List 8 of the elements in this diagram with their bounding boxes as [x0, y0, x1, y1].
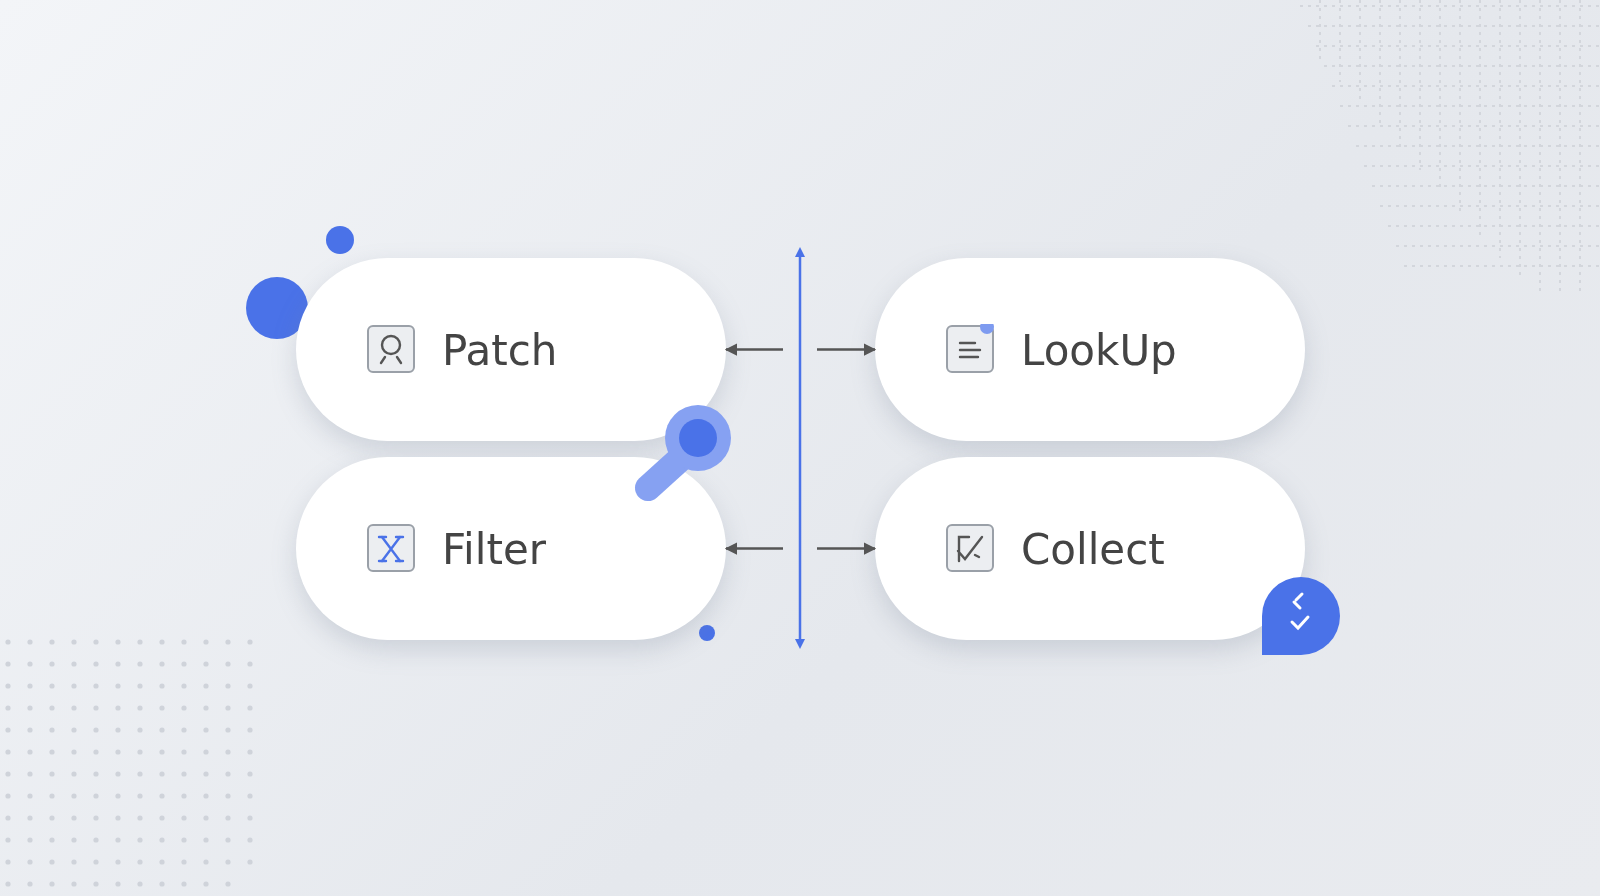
arrow	[817, 542, 877, 555]
node-label: Collect	[1021, 524, 1165, 573]
node-label: Patch	[442, 325, 558, 374]
arrow	[724, 542, 783, 555]
arrow	[724, 343, 783, 356]
node-label: LookUp	[1021, 325, 1177, 374]
node-label: Filter	[442, 524, 546, 573]
arrow	[817, 343, 877, 356]
